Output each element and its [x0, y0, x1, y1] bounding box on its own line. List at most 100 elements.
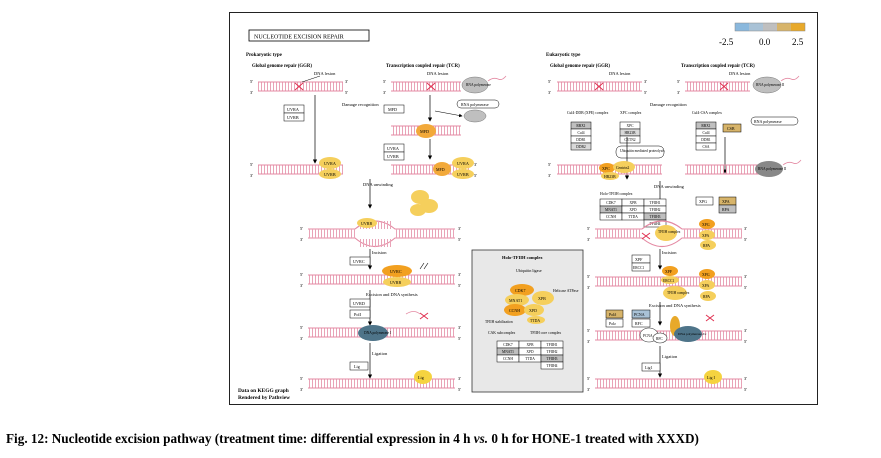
- holo-item-label: TFIIH2: [650, 208, 661, 212]
- prok-lig: Lig: [418, 375, 425, 380]
- inset-item-label: TFIIH3: [547, 357, 558, 361]
- euk-rna-pol2-box: RNA polymerase: [754, 119, 782, 124]
- csa-item-label: RBX1: [701, 124, 710, 128]
- cul4-item-label: RBX1: [576, 124, 585, 128]
- euk-heading: Eukaryotic type: [546, 53, 581, 58]
- euk-excision: Excision and DNA synthesis: [649, 303, 701, 308]
- svg-text:5': 5': [587, 274, 590, 279]
- euk-pole-box: Polε: [609, 321, 616, 326]
- svg-text:3': 3': [250, 173, 253, 178]
- prok-rna-polymerase-box: RNA polymerase: [461, 102, 489, 107]
- holo-item-label: TFIIH3: [650, 215, 661, 219]
- inset-item-label: TFIIH4: [547, 364, 558, 368]
- legend-tick-mid: 0.0: [759, 37, 771, 47]
- euk-xpa-box: XPA: [722, 199, 730, 204]
- euk-hr23b: HR23B: [604, 175, 616, 179]
- xpc-item-label: XPC: [627, 124, 635, 128]
- svg-text:3': 3': [300, 237, 303, 242]
- svg-text:3': 3': [458, 272, 461, 277]
- svg-text:3': 3': [744, 376, 747, 381]
- prok-mfd: MFD: [420, 129, 429, 134]
- svg-text:5': 5': [458, 237, 461, 242]
- prok-uvrd-box: UVRD: [353, 301, 365, 306]
- inset-core: TFIIH core complex: [530, 331, 561, 335]
- euk-dna-unwinding: DNA unwinding: [654, 184, 685, 189]
- svg-text:3': 3': [644, 79, 647, 84]
- svg-text:5': 5': [587, 226, 590, 231]
- svg-text:5': 5': [474, 173, 477, 178]
- holo-item-label: XPD: [629, 208, 637, 212]
- csa-item-box: [695, 142, 717, 151]
- euk-ercc1-box: ERCC1: [633, 266, 644, 270]
- svg-text:5': 5': [300, 226, 303, 231]
- prok-uvra-box: UVRA: [287, 107, 299, 112]
- xpc-item-label: CETN2: [624, 138, 635, 142]
- csa-item-label: DDB1: [701, 138, 711, 142]
- tfiih-inset: Holo-TFIIH complex Ubiquitin ligase CDK7…: [471, 249, 584, 393]
- svg-text:3': 3': [587, 237, 590, 242]
- euk-xpa2: XPA: [702, 284, 710, 288]
- inset-cak: CAK subcomplex: [488, 331, 515, 335]
- euk-xpc-label: XPC complex: [620, 111, 642, 115]
- euk-xpg-box: XPG: [699, 199, 707, 204]
- euk-centrin2: Centrin2: [616, 166, 629, 170]
- svg-text:3': 3': [300, 336, 303, 341]
- euk-rpa: RPA: [703, 244, 710, 248]
- csa-item-label: CSA: [703, 145, 710, 149]
- cul4-item-label: DDB2: [576, 145, 586, 149]
- prok-damage-recognition: Damage recognition: [342, 102, 379, 107]
- figure-caption: Fig. 12: Nucleotide excision pathway (tr…: [6, 431, 878, 447]
- inset-item-label: CDK7: [503, 343, 513, 347]
- euk-pcna-box: PCNA: [634, 312, 645, 317]
- svg-text:5': 5': [587, 376, 590, 381]
- pathway-figure: NUCLEOTIDE EXCISION REPAIR -2.5 0.0 2.5 …: [229, 12, 818, 405]
- prok-tcr: Transcription coupled repair (TCR): [386, 64, 460, 69]
- legend-tick-high: 2.5: [792, 37, 804, 47]
- csa-item-label: Cul4: [703, 131, 710, 135]
- inset-item-box: [540, 361, 564, 370]
- euk-ligation: Ligation: [662, 354, 678, 359]
- cul4-item-label: Cul4: [578, 131, 585, 135]
- svg-text:5': 5': [548, 79, 551, 84]
- footer-line1: Data on KEGG graph: [238, 388, 289, 394]
- inset-item-label: TFIIH2: [547, 350, 558, 354]
- xpc-item-box: [619, 135, 641, 144]
- prok-incision: Incision: [372, 250, 387, 255]
- svg-text:5': 5': [744, 339, 747, 344]
- euk-tfiih2: TFIIH complex: [667, 291, 690, 295]
- prok-uvrb-blob2: UVRB: [457, 172, 469, 177]
- svg-text:3': 3': [677, 90, 680, 95]
- svg-text:5': 5': [744, 285, 747, 290]
- inset-mnat1: MNAT1: [509, 298, 522, 303]
- euk-pcna: PCNA: [643, 334, 653, 338]
- svg-text:5': 5': [458, 283, 461, 288]
- svg-text:5': 5': [644, 90, 647, 95]
- euk-pold-box: Polδ: [609, 312, 616, 317]
- holo-item-label: TFIIH4: [650, 222, 661, 226]
- svg-text:5': 5': [383, 79, 386, 84]
- svg-text:3': 3': [587, 285, 590, 290]
- euk-cul4-label: Cul4-DDB (XPE) complex: [567, 111, 608, 115]
- svg-text:3': 3': [458, 376, 461, 381]
- svg-text:5': 5': [744, 387, 747, 392]
- prok-dna-lesion: DNA lesion: [314, 71, 336, 76]
- euk-tfiih: TFIIH complex: [658, 230, 681, 234]
- holo-item-label: MNAT1: [605, 208, 617, 212]
- holo-item-label: TFIIH1: [650, 201, 661, 205]
- prok-uvra2-box: UVRA: [387, 146, 399, 151]
- euk-rna-pol2: RNA polymerase II: [756, 83, 785, 87]
- prok-dna-lesion-tcr: DNA lesion: [427, 71, 449, 76]
- prok-rna-polymerase: RNA polymerase: [466, 83, 491, 87]
- svg-text:3': 3': [744, 328, 747, 333]
- diagram-title: NUCLEOTIDE EXCISION REPAIR: [254, 35, 344, 41]
- euk-xpa: XPA: [702, 234, 710, 238]
- cul4-item-box: [570, 142, 592, 151]
- holo-item-label: XPB: [630, 201, 638, 205]
- svg-text:3': 3': [744, 226, 747, 231]
- svg-text:3': 3': [458, 226, 461, 231]
- svg-text:3': 3': [300, 283, 303, 288]
- prok-mfd-box: MFD: [388, 107, 397, 112]
- euk-lig1: Lig I: [707, 375, 716, 380]
- color-legend: -2.5 0.0 2.5: [719, 22, 806, 47]
- euk-cul4csa-label: Cul4-CSA complex: [692, 111, 722, 115]
